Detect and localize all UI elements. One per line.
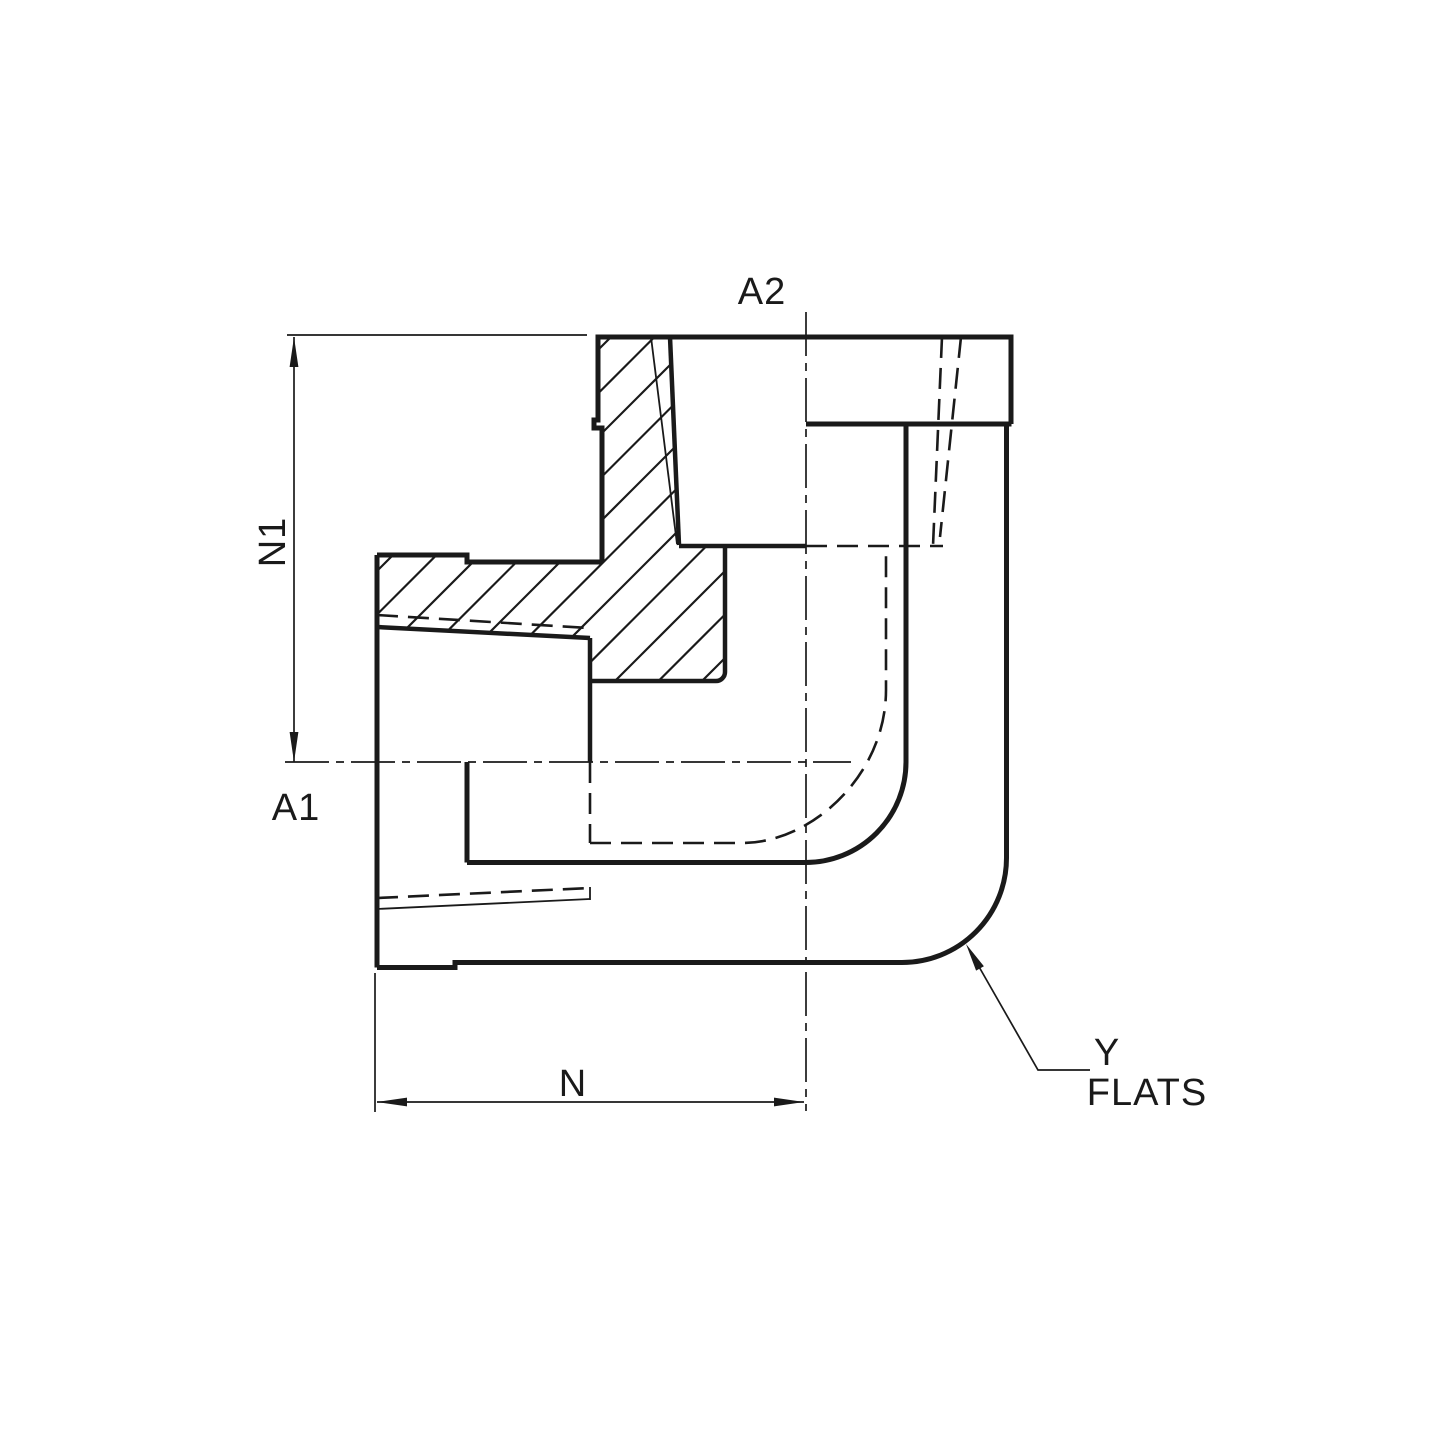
top-port-taper-hidden-b	[938, 336, 963, 538]
label-n1: N1	[252, 517, 294, 568]
left-port-minor-hidden	[376, 613, 589, 630]
left-port-chamfer-visible	[376, 898, 591, 910]
arrow-n1-bottom	[289, 732, 299, 762]
body-right-and-outer-corner	[377, 424, 1009, 970]
bore-hidden	[590, 546, 888, 845]
top-port-taper-hidden-a	[931, 336, 944, 547]
leader-line	[969, 950, 1090, 1071]
flange-left-edge	[591, 334, 605, 562]
leader-arrow	[966, 944, 984, 971]
arrow-n-left	[377, 1097, 407, 1107]
cavity-top	[592, 546, 728, 684]
left-port-major-hidden	[376, 886, 591, 900]
section-features	[376, 336, 806, 762]
centerlines	[285, 312, 851, 1111]
left-port-taper-major	[376, 624, 591, 641]
hidden-lines	[376, 336, 963, 900]
dimension-n	[374, 973, 804, 1112]
label-n: N	[559, 1063, 587, 1105]
label-y: Y	[1094, 1032, 1120, 1074]
arrow-n1-top	[289, 337, 299, 367]
dimension-n1	[287, 334, 587, 762]
arrow-n-right	[774, 1097, 804, 1107]
label-flats: FLATS	[1087, 1072, 1207, 1114]
thread-thin-lines	[376, 336, 678, 910]
top-port-taper-thin	[650, 336, 678, 545]
inner-profile	[467, 424, 909, 865]
part-outline	[374, 334, 1014, 970]
leader-y-flats	[966, 944, 1090, 1071]
top-port-taper-minor	[667, 336, 682, 546]
label-a2: A2	[738, 271, 786, 313]
label-a1: A1	[272, 787, 320, 829]
boss-top	[377, 552, 602, 565]
